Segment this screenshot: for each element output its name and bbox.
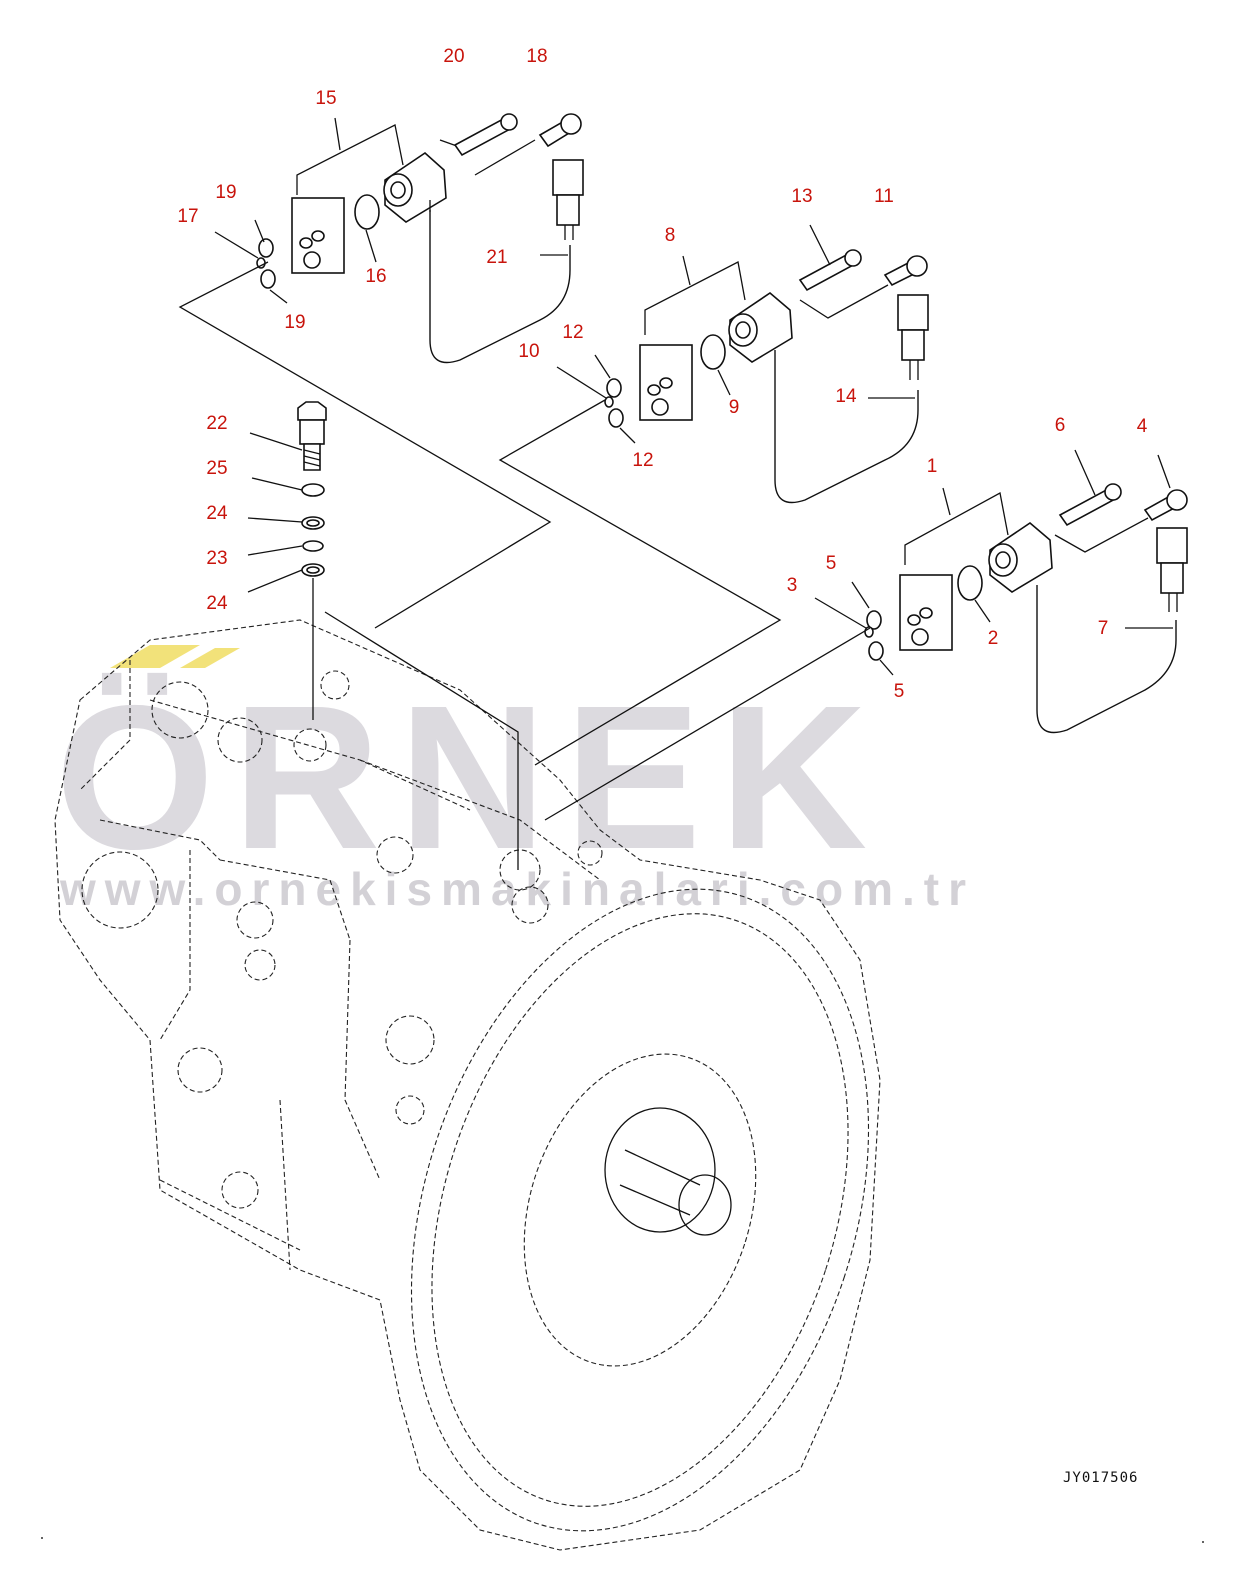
o-ring <box>957 565 983 601</box>
solenoid-valve-group-1[interactable] <box>814 449 1188 734</box>
assembly-guide-lines <box>178 261 871 870</box>
callout-8: 8 <box>665 225 676 246</box>
watermark-accent <box>110 645 200 668</box>
callout-17: 17 <box>177 206 198 227</box>
callout-10: 10 <box>518 341 539 362</box>
callout-11: 11 <box>874 186 894 207</box>
callout-7: 7 <box>1098 618 1109 639</box>
callout-16: 16 <box>365 266 386 287</box>
callout-1: 1 <box>927 456 938 477</box>
corner-mark <box>41 1537 43 1539</box>
solenoid-valve-group-8[interactable] <box>556 224 929 504</box>
callout-24-upper: 24 <box>206 503 228 524</box>
solenoid-valve-group-15[interactable] <box>214 113 584 364</box>
plug-assembly-22[interactable] <box>247 401 327 720</box>
callout-14: 14 <box>835 386 857 407</box>
callout-19-upper: 19 <box>215 182 236 203</box>
o-ring <box>700 334 726 370</box>
watermark-brand: ÖRNEK <box>55 663 885 892</box>
callout-6: 6 <box>1055 415 1066 436</box>
callout-13: 13 <box>791 186 812 207</box>
callout-5-upper: 5 <box>826 553 837 574</box>
callout-24-lower: 24 <box>206 593 228 614</box>
watermark-url: www.ornekismakinalari.com.tr <box>59 863 975 915</box>
callout-3: 3 <box>787 575 798 596</box>
callout-12-lower: 12 <box>632 450 653 471</box>
watermark-accent <box>180 648 240 668</box>
callout-21: 21 <box>486 247 507 268</box>
callout-15: 15 <box>315 88 336 109</box>
callout-labels: 1 2 3 4 5 5 6 7 8 9 10 11 12 12 13 14 15… <box>177 46 1147 702</box>
drawing-code: JY017506 <box>1063 1470 1138 1486</box>
callout-18: 18 <box>526 46 547 67</box>
watermark: ÖRNEK www.ornekismakinalari.com.tr <box>55 645 975 915</box>
o-ring <box>354 194 380 230</box>
callout-25: 25 <box>206 458 227 479</box>
corner-mark <box>1202 1541 1204 1543</box>
callout-9: 9 <box>729 397 740 418</box>
callout-22: 22 <box>206 413 227 434</box>
callout-23: 23 <box>206 548 227 569</box>
callout-12-upper: 12 <box>562 322 583 343</box>
callout-2: 2 <box>988 628 999 649</box>
callout-5-lower: 5 <box>894 681 905 702</box>
pump-body <box>54 619 881 1551</box>
callout-19-lower: 19 <box>284 312 305 333</box>
callout-4: 4 <box>1137 416 1148 437</box>
callout-20: 20 <box>443 46 464 67</box>
